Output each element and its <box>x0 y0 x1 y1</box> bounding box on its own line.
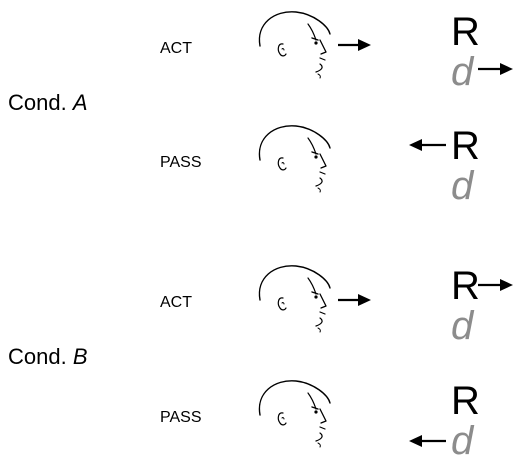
letter-r-a-pass: R <box>451 124 480 168</box>
arrow-right-icon <box>478 63 513 75</box>
letter-r-b-act: R <box>451 264 480 308</box>
letter-r-b-pass: R <box>451 379 480 423</box>
condition-a-letter: A <box>72 90 88 115</box>
arrow-right-icon <box>478 279 513 291</box>
row-label-a-act: ACT <box>160 40 192 57</box>
row-label-b-act: ACT <box>160 294 192 311</box>
condition-b-prefix: Cond. <box>8 344 67 369</box>
condition-b-letter: B <box>72 344 88 369</box>
letter-r-a-act: R <box>451 10 480 54</box>
letter-d-b-pass: d <box>451 419 474 463</box>
arrow-left-icon <box>409 139 446 151</box>
letter-d-b-act: d <box>451 304 474 348</box>
head-profile-icon <box>258 11 331 79</box>
row-label-b-pass: PASS <box>160 409 202 426</box>
letter-d-a-act: d <box>451 50 474 94</box>
head-profile-icon <box>258 380 331 448</box>
condition-b-label: Cond. B <box>8 346 88 368</box>
arrow-right-icon <box>338 294 371 306</box>
condition-a-prefix: Cond. <box>8 90 67 115</box>
condition-a-label: Cond. A <box>8 92 88 114</box>
head-profile-icon <box>258 265 331 333</box>
arrow-left-icon <box>409 435 446 447</box>
row-label-a-pass: PASS <box>160 154 202 171</box>
letter-d-a-pass: d <box>451 164 474 208</box>
head-profile-icon <box>258 125 331 193</box>
arrow-right-icon <box>338 39 371 51</box>
